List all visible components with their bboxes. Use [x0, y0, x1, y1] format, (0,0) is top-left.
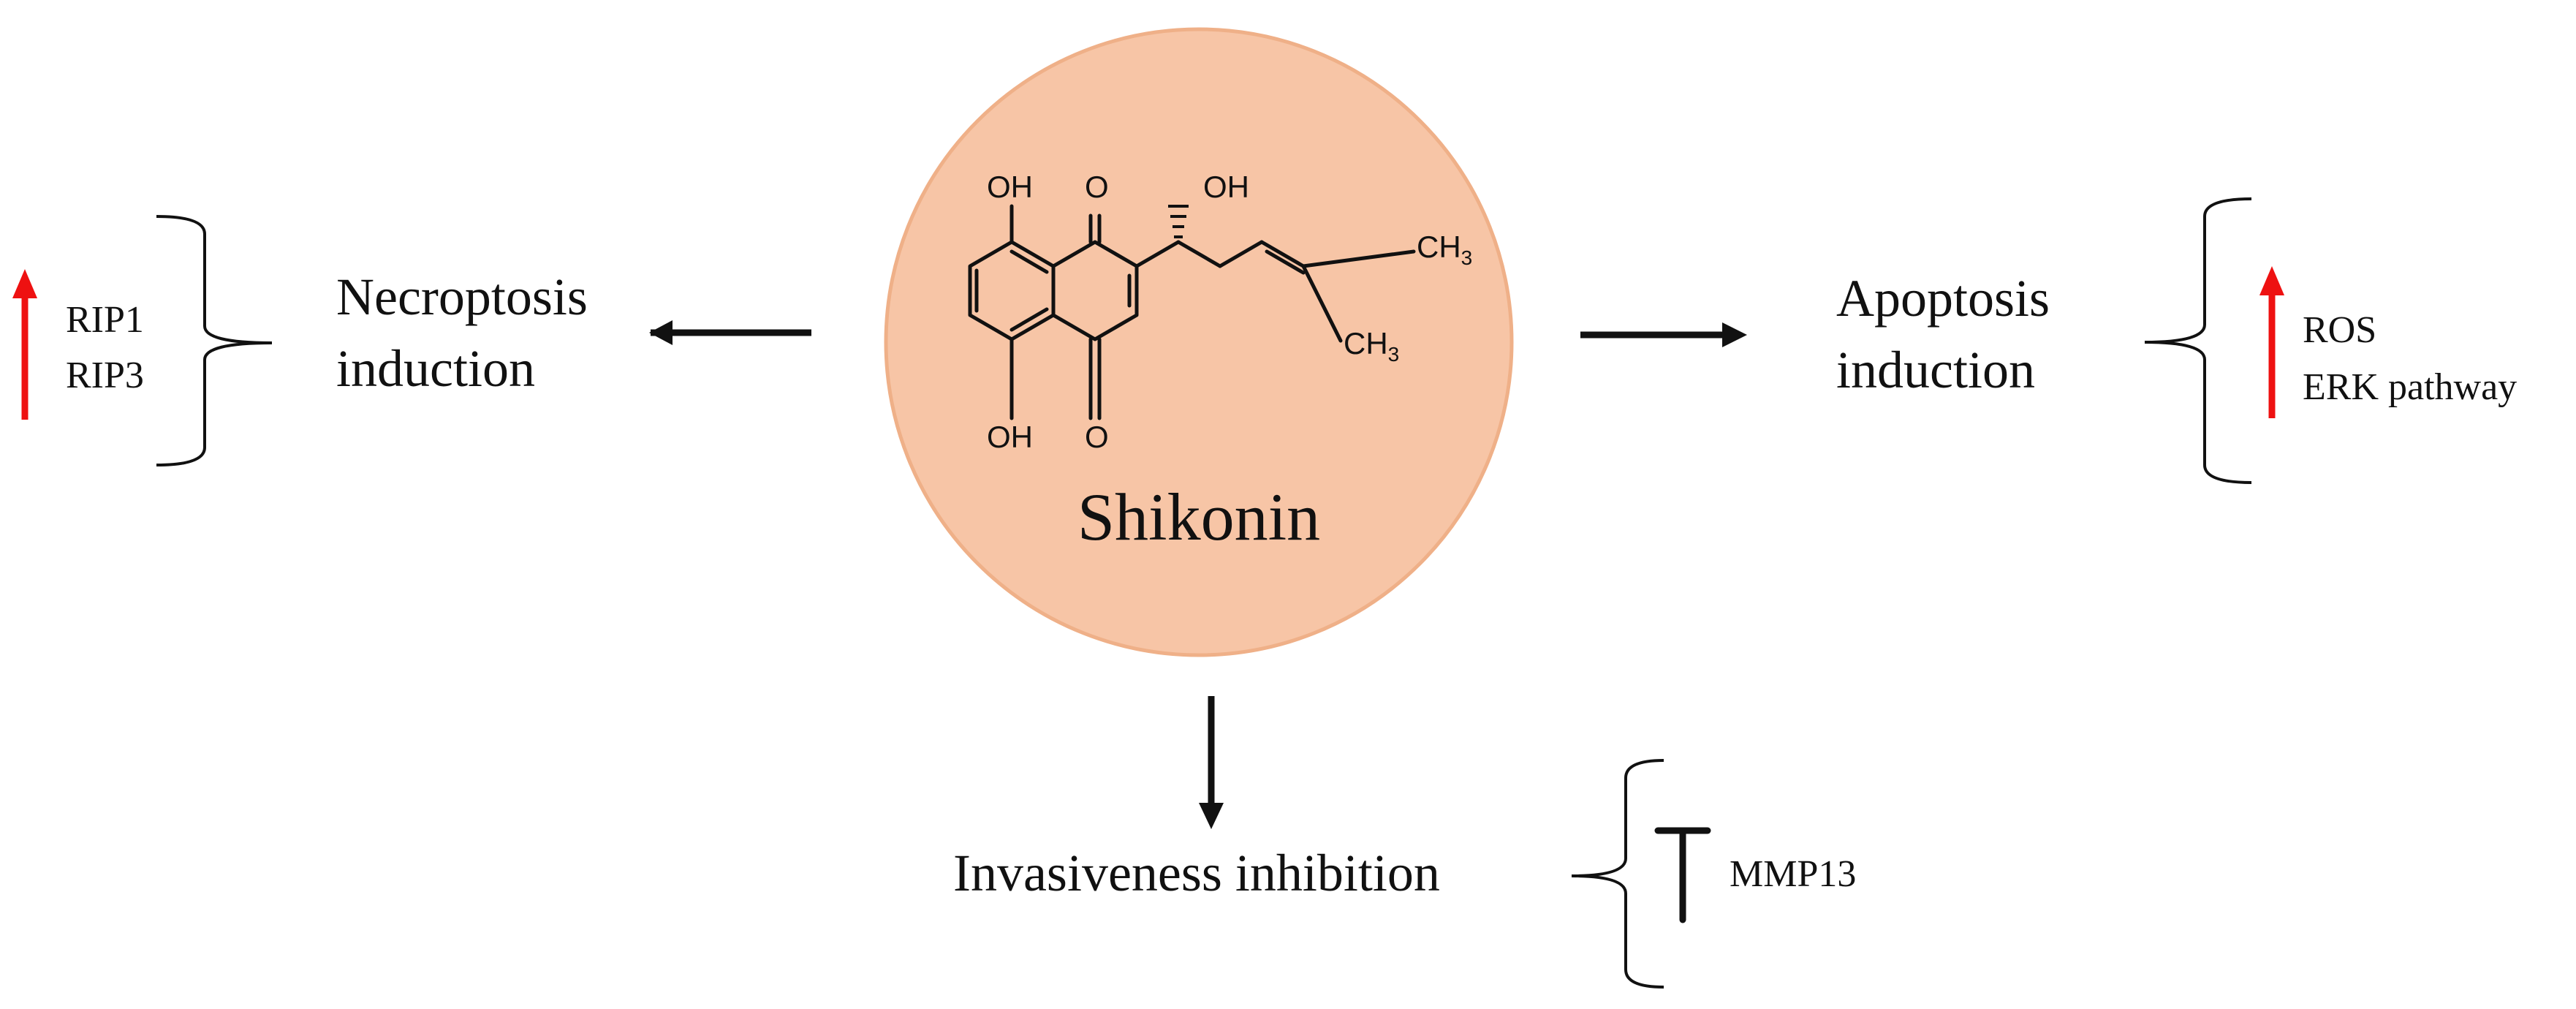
inhibition-symbol [1654, 827, 1711, 923]
apoptosis-brace [2144, 197, 2252, 484]
invasiveness-brace [1571, 759, 1664, 989]
oh-side-label: OH [1203, 170, 1249, 204]
apoptosis-label-line2: induction [1836, 341, 2035, 399]
necroptosis-marker-2: RIP3 [66, 355, 144, 396]
stereo-wedge [1168, 205, 1189, 238]
necroptosis-label-line2: induction [336, 339, 535, 398]
apoptosis-marker-1: ROS [2303, 309, 2376, 351]
structure-labels: OH O OH CH3 CH3 OH O [987, 170, 1472, 454]
shikonin-circle [884, 27, 1514, 657]
apoptosis-marker-2: ERK pathway [2303, 366, 2517, 408]
ch3-bottom-label: CH3 [1344, 326, 1399, 366]
oh-bottom-label: OH [987, 420, 1033, 454]
shikonin-structure [968, 204, 1416, 420]
o-top-label: O [1085, 170, 1109, 204]
invasiveness-label: Invasiveness inhibition [953, 844, 1440, 902]
oh-top-label: OH [987, 170, 1033, 204]
o-bottom-label: O [1085, 420, 1109, 454]
invasiveness-marker-1: MMP13 [1730, 853, 1856, 895]
necroptosis-brace [156, 215, 273, 466]
apoptosis-label-line1: Apoptosis [1836, 269, 2050, 328]
center-label: Shikonin [1077, 480, 1320, 554]
necroptosis-label-line1: Necroptosis [336, 268, 588, 326]
ch3-top-label: CH3 [1417, 230, 1472, 269]
necroptosis-marker-1: RIP1 [66, 299, 144, 341]
